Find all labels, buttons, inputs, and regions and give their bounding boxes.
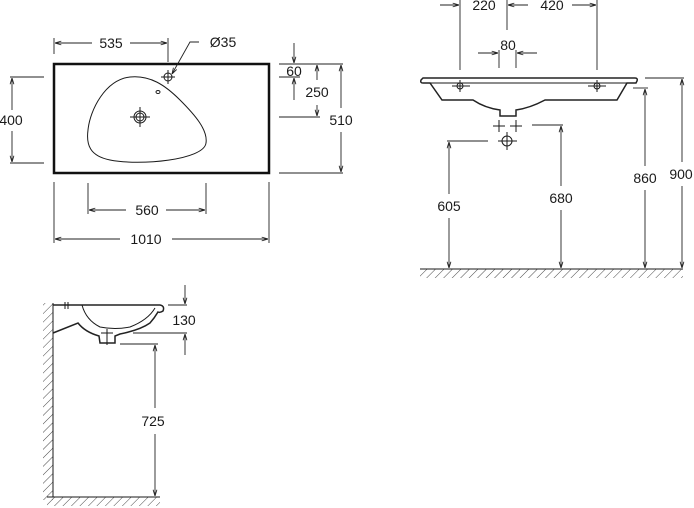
dim-tap-from-back: 60: [286, 63, 302, 79]
floor-hatch: [420, 269, 683, 278]
trap-outlet-icon: [498, 132, 517, 150]
tap-hole-icon: [161, 70, 175, 84]
wall-hatch: [43, 303, 53, 500]
dim-supply-height: 680: [549, 190, 573, 206]
dim-bowl-depth: 400: [0, 112, 23, 128]
dim-tap-spacing: 420: [540, 0, 564, 13]
basin-bowl-outline: [87, 76, 207, 163]
dim-rim-height: 900: [669, 166, 693, 182]
side-view: 130 725: [43, 285, 196, 506]
dim-tap-diameter: Ø35: [210, 34, 237, 50]
dim-left-tap: 220: [472, 0, 496, 13]
waste-cross-icon: [493, 120, 522, 132]
countertop-outline: [52, 62, 271, 175]
dim-waste-height: 725: [141, 413, 165, 429]
dim-width: 1010: [130, 231, 161, 247]
dim-basin-height: 130: [172, 312, 196, 328]
dim-drain-from-back: 250: [305, 84, 329, 100]
dim-trap-height: 605: [437, 198, 461, 214]
drain-icon: [130, 107, 150, 127]
basin-front-outline: [420, 77, 638, 117]
dim-tap-offset: 535: [99, 35, 123, 51]
basin-side-outline: [52, 304, 165, 344]
floor-hatch-side: [47, 497, 160, 506]
dim-underside-height: 860: [633, 170, 657, 186]
front-view: 220 420 80 605 680 860 900: [420, 0, 693, 278]
dim-depth: 510: [329, 112, 353, 128]
tap-mark-right-icon: [588, 80, 606, 92]
top-view: 535 Ø35 400 60 250 510 560: [0, 34, 353, 247]
dim-waste-spacing: 80: [500, 37, 516, 53]
dim-bowl-width: 560: [135, 202, 159, 218]
tap-mark-left-icon: [452, 80, 470, 92]
overflow-hole: [155, 90, 161, 94]
